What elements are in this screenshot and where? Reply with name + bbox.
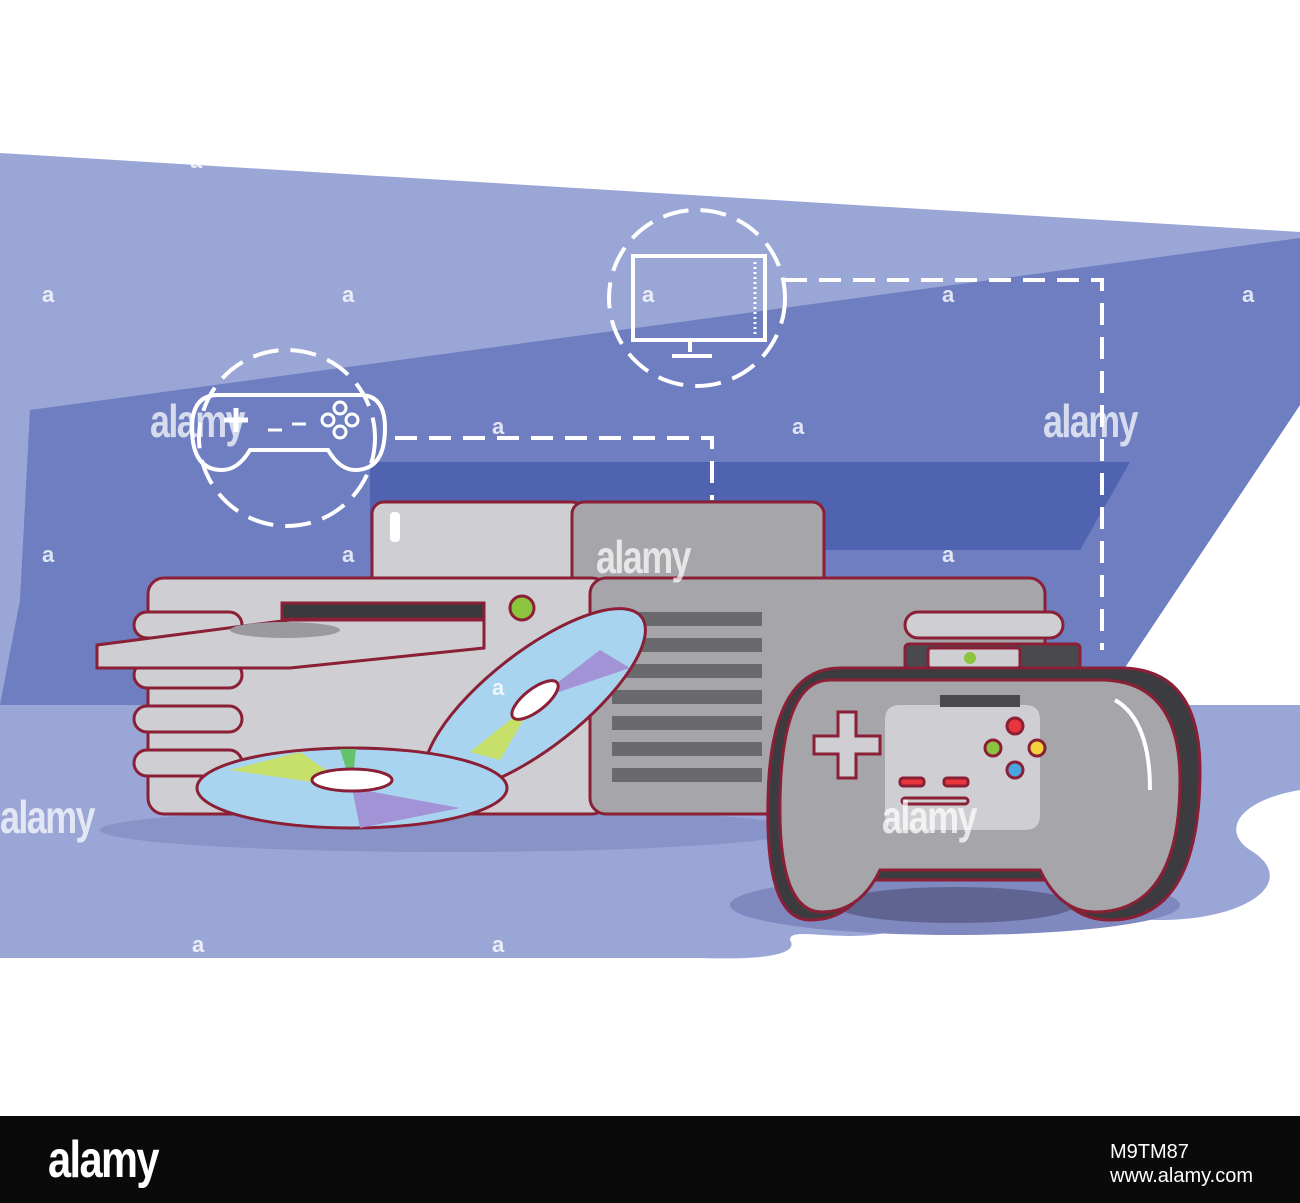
watermark-alamy: alamy <box>150 395 246 447</box>
console-ribs-left <box>132 610 244 778</box>
site-url: www.alamy.com <box>1110 1165 1253 1187</box>
watermark-mark: a <box>942 282 955 307</box>
watermark-mark: a <box>492 414 505 439</box>
watermark-mark: a <box>190 148 203 173</box>
watermark-mark: a <box>192 932 205 957</box>
watermark-mark: a <box>1242 282 1255 307</box>
disc-slot <box>280 601 486 621</box>
connector-lines <box>395 278 1104 650</box>
image-id: M9TM87 <box>1110 1141 1189 1163</box>
watermark-mark: a <box>42 282 55 307</box>
watermark-alamy: alamy <box>882 791 978 843</box>
monitor-icon <box>607 208 787 388</box>
controller-shadow-inner <box>835 887 1075 923</box>
watermark-mark: a <box>342 282 355 307</box>
watermark-mark: a <box>42 542 55 567</box>
watermark-mark: a <box>342 542 355 567</box>
cd-disc <box>423 607 647 793</box>
console-ribs-right <box>903 610 1065 640</box>
watermark-alamy: alamy <box>0 791 96 843</box>
controller <box>766 666 1202 922</box>
disc-tray <box>95 618 486 670</box>
watermark-mark: a <box>792 414 805 439</box>
power-button <box>508 594 536 622</box>
watermark-alamy: alamy <box>1043 395 1139 447</box>
cd-disc-front <box>195 746 509 830</box>
watermark-mark: a <box>642 282 655 307</box>
gamepad-icon <box>189 348 388 528</box>
console-vents <box>612 612 762 782</box>
illustration-scene: alamy alamy alamy alamy alamy a a a a a … <box>0 148 1300 959</box>
watermark-mark: a <box>942 542 955 567</box>
watermark-mark: a <box>1242 542 1255 567</box>
watermark-mark: a <box>492 932 505 957</box>
watermark-alamy: alamy <box>596 531 692 583</box>
watermark-mark: a <box>492 675 505 700</box>
scene-svg <box>0 153 1300 959</box>
footer-bar: alamy M9TM87 www.alamy.com <box>0 1116 1300 1203</box>
alamy-logo: alamy <box>48 1131 160 1189</box>
